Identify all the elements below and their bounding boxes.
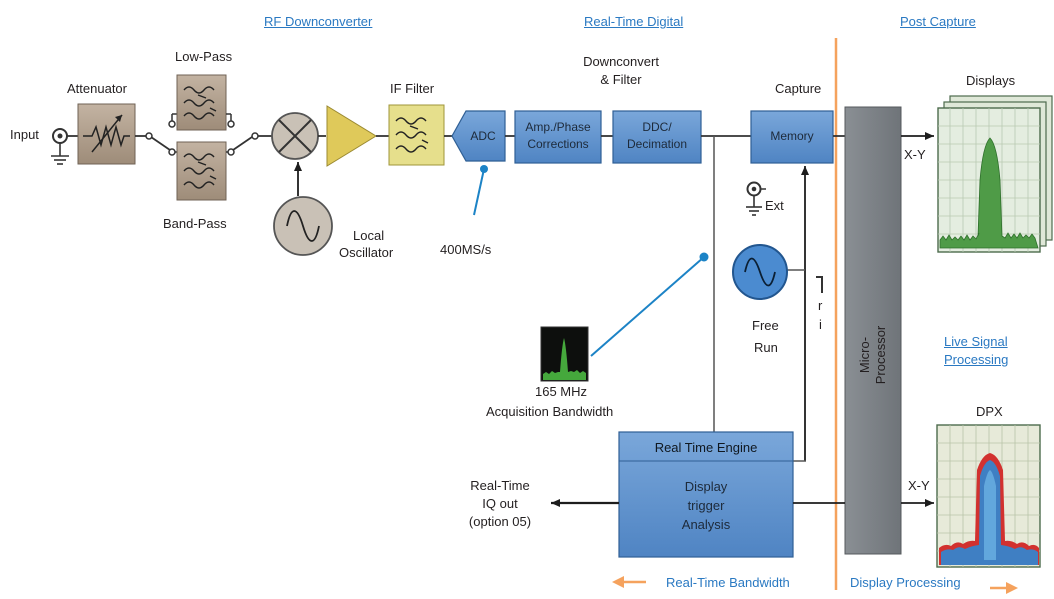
microprocessor-block (844, 106, 902, 555)
iq-out-line3: (option 05) (468, 514, 532, 529)
if-filter-label: IF Filter (390, 81, 435, 96)
ext-label: Ext (765, 198, 784, 213)
rte-line-trigger: trigger (687, 498, 725, 513)
rte-line-display: Display (684, 479, 728, 494)
dpx-display-icon (936, 424, 1041, 568)
bandwidth-value-label: 165 MHz (535, 384, 588, 399)
if-filter-icon (388, 104, 445, 166)
low-pass-label: Low-Pass (175, 49, 233, 64)
amplifier-icon (326, 105, 377, 167)
attenuator-icon (77, 103, 136, 165)
realtime-bandwidth-label: Real-Time Bandwidth (666, 575, 790, 590)
section-live-signal-1: Live Signal (944, 334, 1008, 349)
amp-phase-block (514, 110, 602, 164)
local-label: Local (353, 228, 385, 243)
display-processing-arrow-icon (990, 582, 1018, 594)
dpx-label: DPX (976, 404, 1003, 419)
micro-label: Micro- (857, 336, 872, 374)
xy-label-bottom: X-Y (908, 478, 930, 493)
display-processing-label: Display Processing (850, 575, 961, 590)
downconvert-label-line2: & Filter (600, 72, 642, 87)
trigger-i-label: i (819, 317, 822, 332)
acquisition-spectrum-icon (540, 326, 589, 382)
rte-title: Real Time Engine (654, 440, 758, 455)
ddc-label-line1: DDC/ (642, 120, 672, 134)
section-post-capture: Post Capture (900, 14, 976, 29)
real-time-engine-block (618, 431, 794, 558)
trigger-r-label: r (818, 298, 823, 313)
band-pass-label: Band-Pass (163, 216, 227, 231)
low-pass-filter-icon (176, 74, 227, 131)
rte-line-analysis: Analysis (681, 517, 731, 532)
band-pass-filter-icon (176, 141, 227, 201)
adc-label: ADC (470, 129, 496, 143)
run-label: Run (754, 340, 778, 355)
amp-phase-label-line2: Corrections (527, 137, 589, 151)
iq-out-line2: IQ out (482, 496, 518, 511)
displays-stack-icon (937, 95, 1053, 253)
realtime-bandwidth-arrow-icon (612, 576, 646, 588)
displays-label: Displays (966, 73, 1016, 88)
ddc-label-line2: Decimation (626, 137, 688, 151)
section-rf-downconverter: RF Downconverter (264, 14, 373, 29)
oscillator-label: Oscillator (339, 245, 394, 260)
xy-label-top: X-Y (904, 147, 926, 162)
ddc-block (612, 110, 702, 164)
ext-trigger-icon (746, 181, 762, 216)
capture-label: Capture (775, 81, 822, 96)
amp-phase-label-line1: Amp./Phase (525, 120, 591, 134)
input-label: Input (10, 127, 39, 142)
free-run-oscillator-icon (732, 244, 788, 300)
attenuator-label: Attenuator (67, 81, 127, 96)
processor-label: Processor (873, 325, 888, 385)
memory-label: Memory (770, 129, 814, 143)
microprocessor-label: Micro- Processor (857, 326, 889, 385)
memory-block (750, 110, 834, 164)
mixer-icon (271, 112, 319, 160)
local-oscillator-icon (273, 196, 333, 256)
bandwidth-label: Acquisition Bandwidth (486, 404, 614, 419)
free-label: Free (752, 318, 779, 333)
downconvert-label-line1: Downconvert (583, 54, 659, 69)
section-realtime-digital: Real-Time Digital (584, 14, 684, 29)
sample-rate-label: 400MS/s (440, 242, 492, 257)
iq-out-line1: Real-Time (470, 478, 530, 493)
input-connector-icon (51, 128, 69, 165)
section-live-signal-2: Processing (944, 352, 1009, 367)
